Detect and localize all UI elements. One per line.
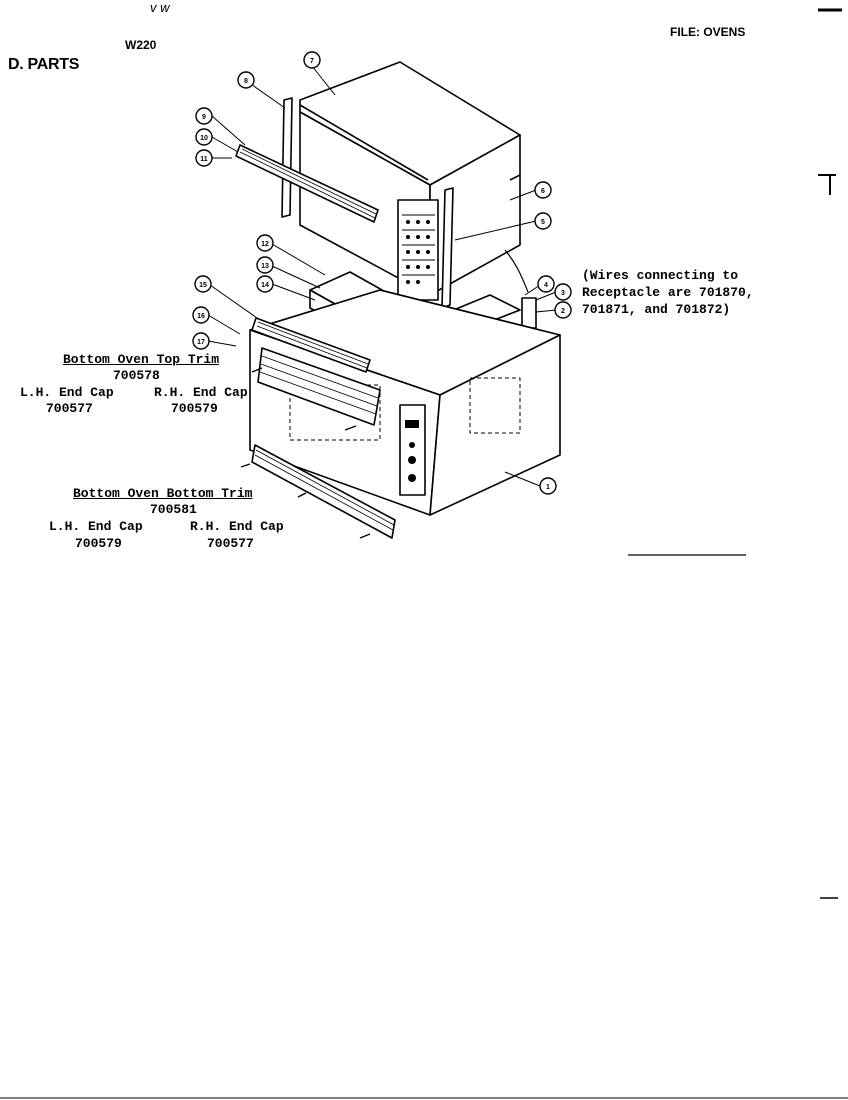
bottom-trim-rh-part: 700577 [207, 536, 254, 551]
bottom-trim-part: 700581 [150, 502, 197, 517]
top-trim-lh-part: 700577 [46, 401, 93, 416]
callout-11: 11 [200, 156, 208, 163]
callout-16: 16 [197, 313, 205, 320]
callout-10: 10 [200, 135, 208, 142]
callout-5: 5 [541, 219, 545, 226]
bottom-trim-lh-label: L.H. End Cap [49, 519, 143, 534]
bottom-oven-side [429, 334, 561, 516]
file-label: FILE: OVENS [670, 25, 746, 39]
callout-7: 7 [310, 58, 314, 65]
bottom-trim-grille [251, 444, 396, 539]
wires-note-line1: (Wires connecting to [582, 268, 739, 283]
callout-6: 6 [541, 188, 545, 195]
receptacle [521, 297, 537, 329]
callout-15: 15 [199, 282, 207, 289]
callout-8: 8 [244, 78, 248, 85]
top-trim-rh-part: 700579 [171, 401, 218, 416]
callout-12: 12 [261, 241, 269, 248]
model-number: W220 [125, 38, 157, 52]
callout-1: 1 [546, 484, 550, 491]
callout-13: 13 [261, 263, 269, 270]
top-trim-grille [257, 347, 381, 426]
top-trim-lh-label: L.H. End Cap [20, 385, 114, 400]
bottom-trim-rh-label: R.H. End Cap [190, 519, 284, 534]
bottom-trim-lh-part: 700579 [75, 536, 122, 551]
callout-17: 17 [197, 339, 205, 346]
callout-2: 2 [561, 308, 565, 315]
wires-note-line3: 701871, and 701872) [582, 302, 731, 317]
header-scribble: v w [150, 0, 170, 15]
wires-note-line2: Receptacle are 701870, [582, 285, 754, 300]
top-trim-part: 700578 [113, 368, 160, 383]
side-strip-left [281, 97, 293, 218]
callout-14: 14 [261, 282, 269, 289]
bottom-trim-title: Bottom Oven Bottom Trim [73, 486, 253, 501]
top-trim-title: Bottom Oven Top Trim [63, 352, 220, 367]
callout-9: 9 [202, 114, 206, 121]
section-title: D. PARTS [8, 56, 80, 73]
callout-3: 3 [561, 290, 565, 297]
side-strip-right [441, 187, 454, 309]
top-trim-rh-label: R.H. End Cap [154, 385, 248, 400]
trim-rail-upper [235, 144, 379, 223]
top-trim-rail [251, 317, 371, 373]
callout-4: 4 [544, 282, 548, 289]
